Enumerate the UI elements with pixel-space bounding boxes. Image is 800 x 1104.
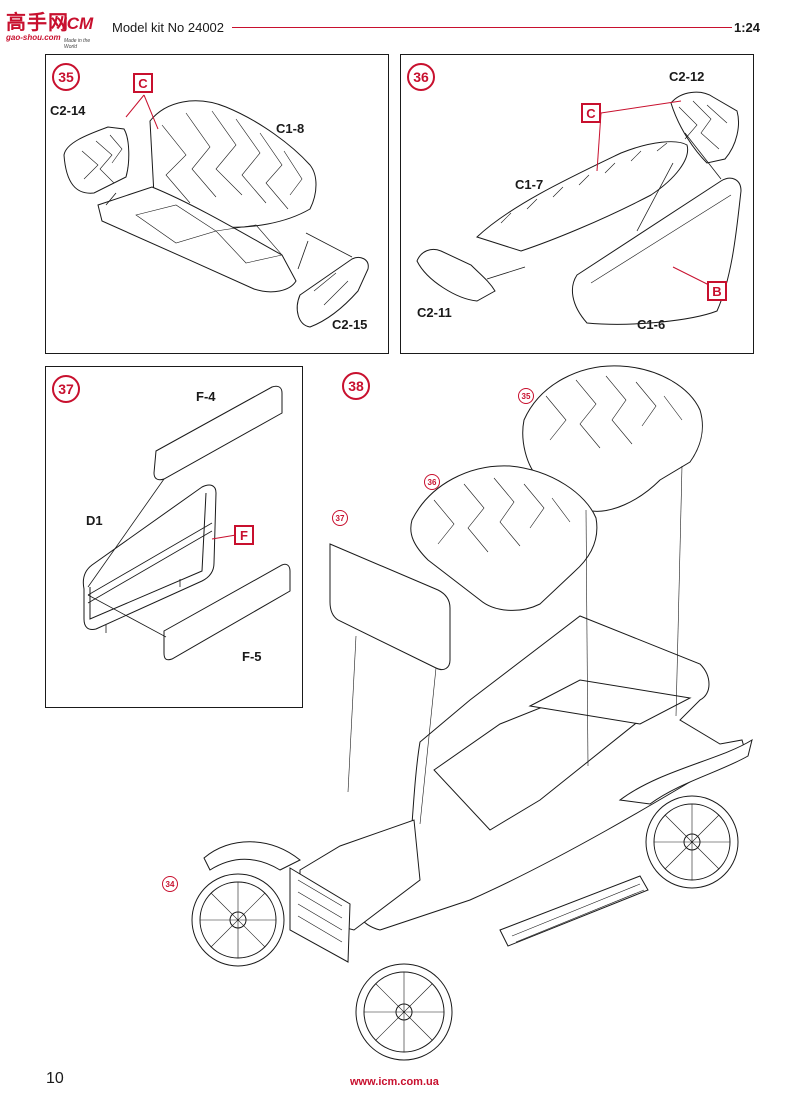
step-37-frame-illustration (46, 367, 304, 709)
step-ref-37-badge: 37 (332, 510, 348, 526)
step-37-panel: 37 F F-4 D1 F-5 (45, 366, 303, 708)
step-36-seat-illustration (401, 55, 755, 355)
step-37-badge: 37 (52, 375, 80, 403)
logo-chinese-text: 高手网 (6, 12, 69, 34)
step-36-badge: 36 (407, 63, 435, 91)
logo-brand: ICM (62, 14, 94, 33)
page-number: 10 (46, 1070, 64, 1087)
step-ref-36-badge: 36 (424, 474, 440, 490)
part-label-c1-7: C1-7 (515, 177, 544, 192)
part-label-c2-12: C2-12 (669, 69, 705, 84)
color-code-c: C (581, 103, 601, 123)
logo-url: gao-shou.com (6, 33, 61, 42)
step-ref-35-badge: 35 (518, 388, 534, 404)
part-label-d1: D1 (86, 513, 103, 528)
part-label-f-5: F-5 (242, 649, 262, 664)
step-35-seat-illustration (46, 55, 390, 355)
header-scale: 1:24 (734, 20, 761, 35)
footer-url-link[interactable]: www.icm.com.ua (350, 1076, 439, 1088)
color-code-b: B (707, 281, 727, 301)
logo-tagline: Made in the World (64, 38, 91, 50)
part-label-c2-11: C2-11 (417, 305, 452, 320)
step-ref-34-badge: 34 (162, 876, 178, 892)
header-title: Model kit No 24002 (112, 20, 225, 35)
site-logo: 高手网 ICM gao-shou.com Made in the World (6, 6, 98, 50)
color-code-c: C (133, 73, 153, 93)
part-label-c1-6: C1-6 (637, 317, 666, 332)
part-label-c2-14: C2-14 (50, 103, 86, 118)
part-label-c1-8: C1-8 (276, 121, 305, 136)
step-36-panel: 36 C B C2-12 C1-7 C2-11 C1-6 (400, 54, 754, 354)
step-35-badge: 35 (52, 63, 80, 91)
step-38-badge: 38 (342, 372, 370, 400)
color-code-f: F (234, 525, 254, 545)
part-label-f-4: F-4 (196, 389, 216, 404)
step-35-panel: 35 C C2-14 C1-8 C2-15 (45, 54, 389, 354)
header-rule (232, 27, 732, 29)
part-label-c2-15: C2-15 (332, 317, 368, 332)
